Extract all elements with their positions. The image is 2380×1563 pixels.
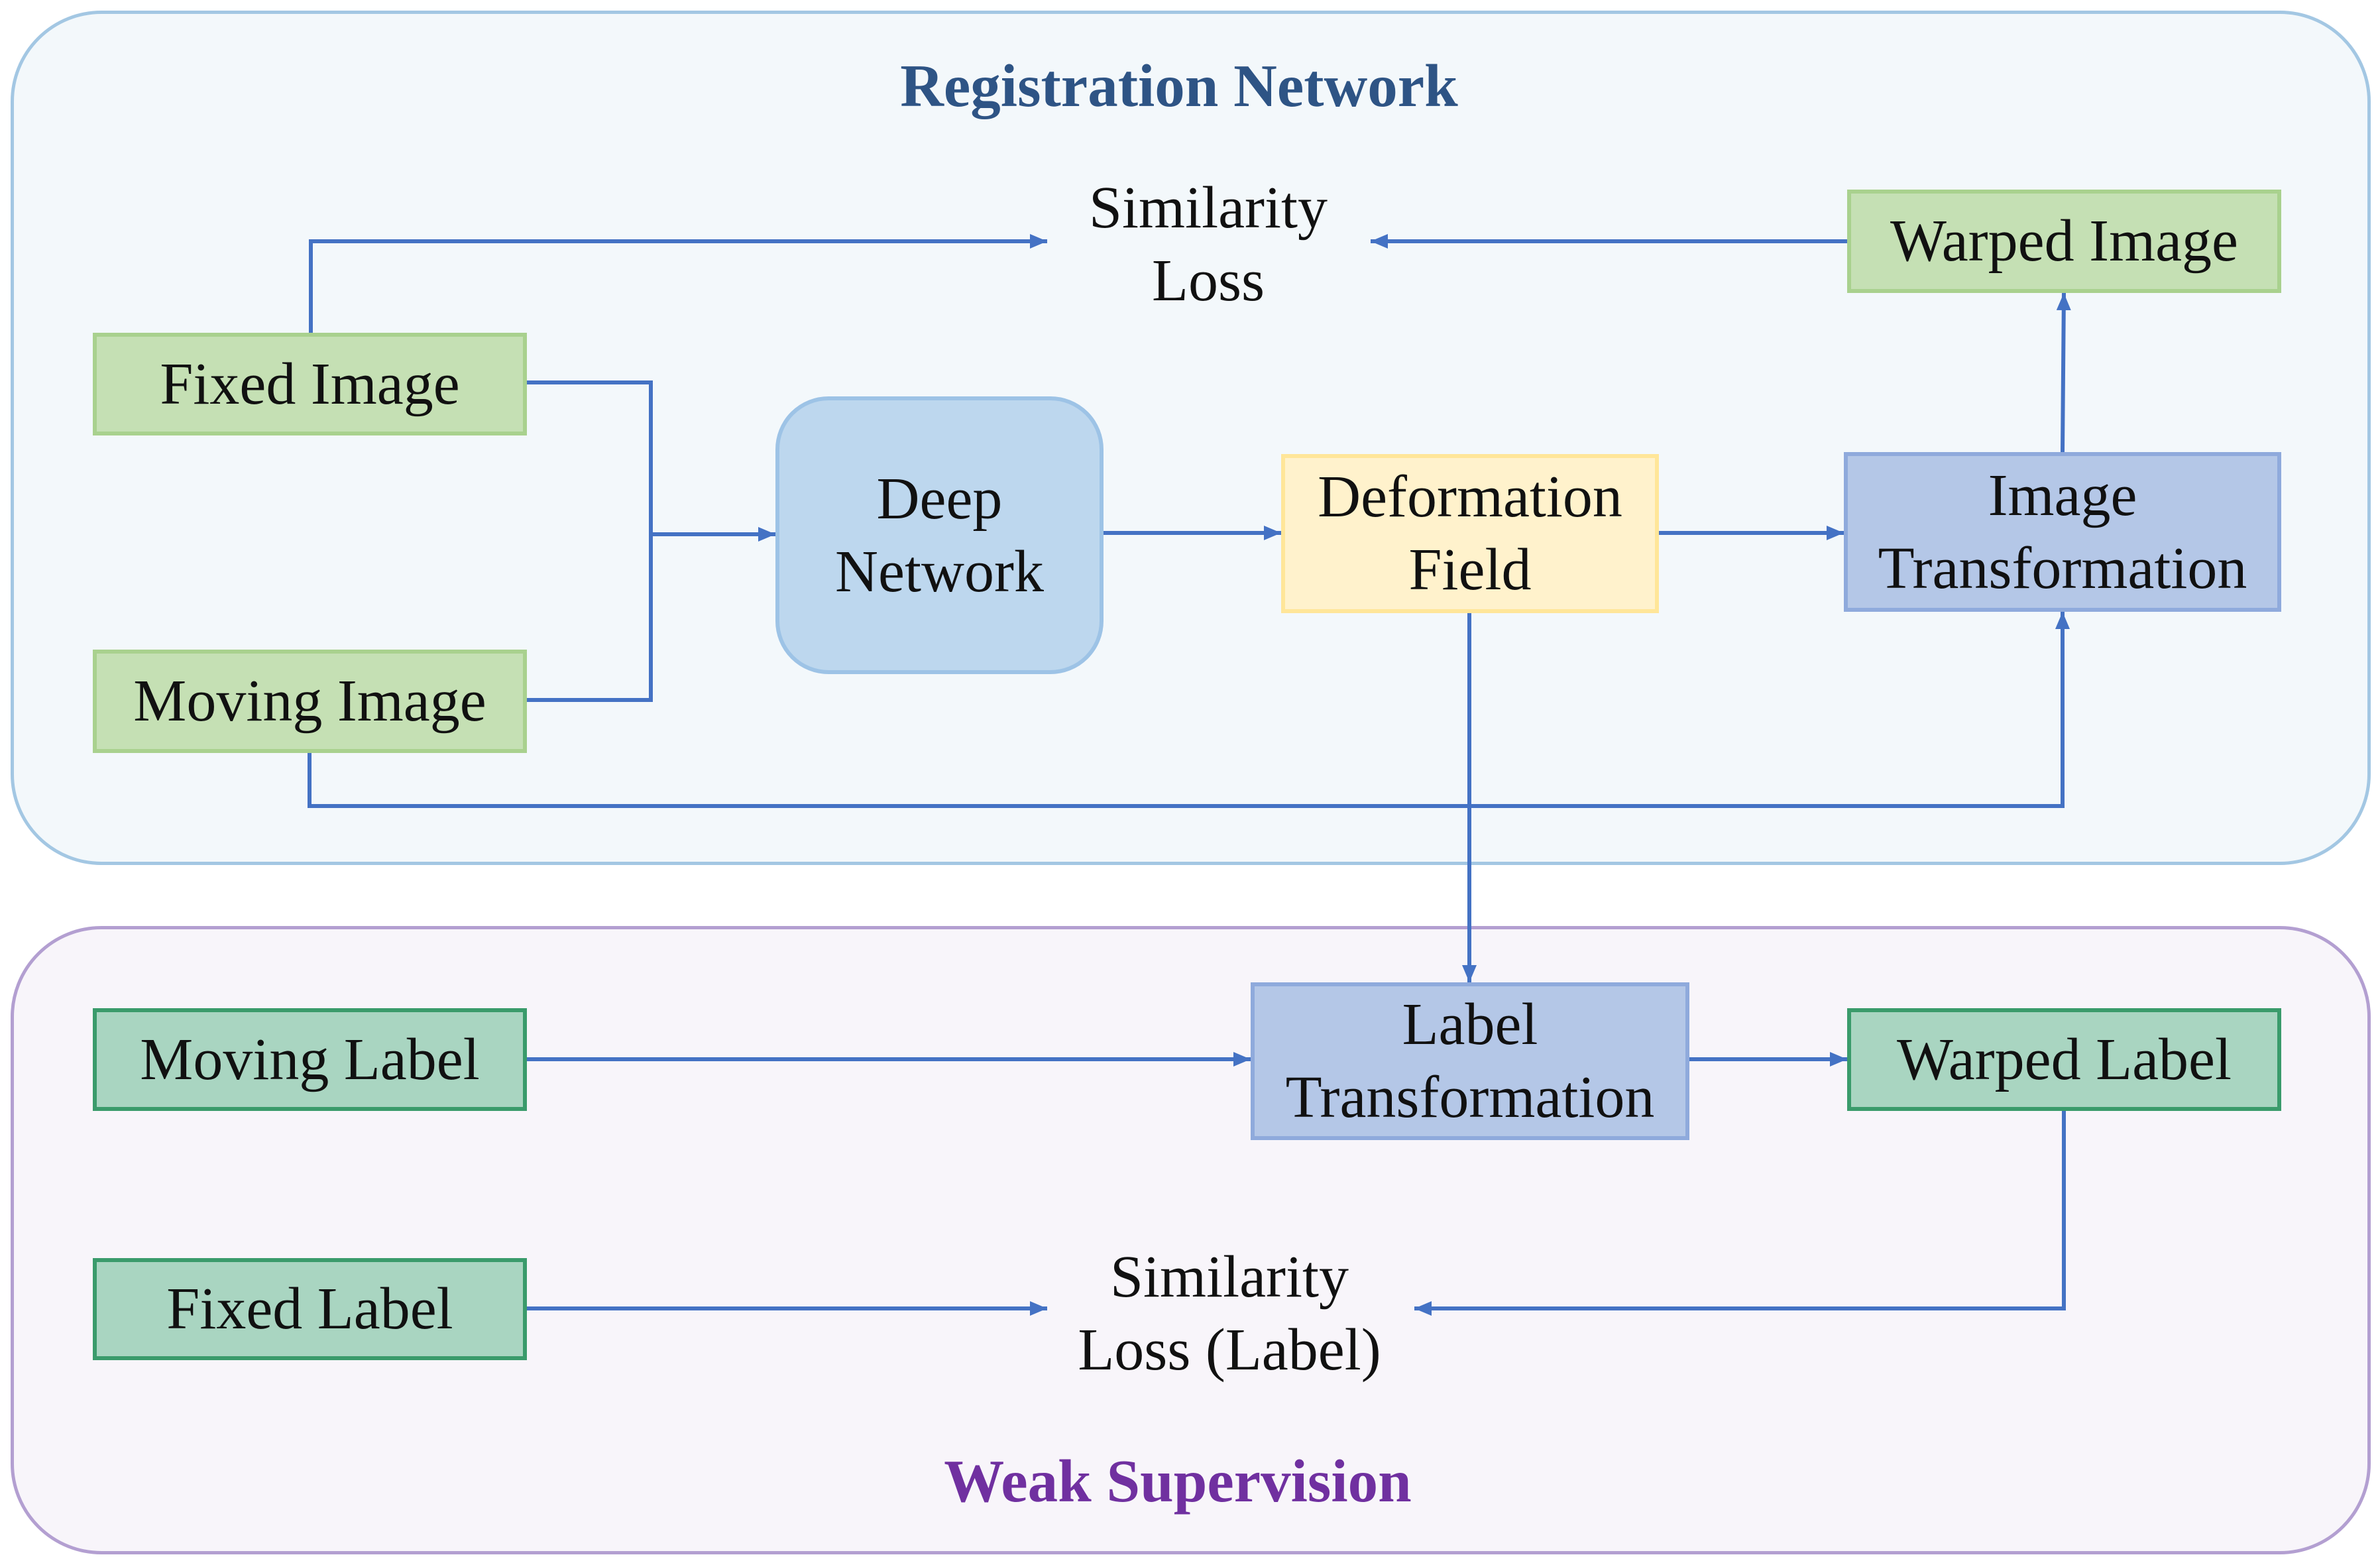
fixed-label-node: Fixed Label	[93, 1258, 527, 1360]
registration-network-title: Registration Network	[900, 52, 1458, 119]
moving-image-label: Moving Image	[133, 668, 486, 734]
label-transformation-node: Label Transformation	[1251, 982, 1689, 1140]
moving-label-label: Moving Label	[140, 1026, 480, 1092]
similarity-loss-label-line2: Loss (Label)	[1078, 1317, 1381, 1383]
deep-network-line2: Network	[835, 538, 1044, 605]
weak-supervision-title: Weak Supervision	[944, 1448, 1412, 1515]
similarity-loss-label: Similarity Loss (Label)	[1031, 1241, 1428, 1387]
fixed-image-node: Fixed Image	[93, 333, 527, 435]
image-transformation-line2: Transformation	[1878, 535, 2247, 601]
label-transformation-line1: Label	[1402, 992, 1538, 1057]
similarity-loss-label-line1: Similarity	[1110, 1244, 1349, 1310]
similarity-loss-line2: Loss	[1151, 248, 1265, 314]
warped-image-node: Warped Image	[1847, 190, 2281, 293]
image-transformation-node: Image Transformation	[1844, 452, 2281, 612]
deep-network-node: Deep Network	[775, 396, 1104, 674]
deformation-field-line2: Field	[1408, 537, 1532, 603]
deep-network-line1: Deep	[876, 465, 1003, 532]
similarity-loss: Similarity Loss	[1009, 172, 1407, 318]
similarity-loss-line1: Similarity	[1089, 175, 1328, 241]
fixed-image-label: Fixed Image	[160, 351, 460, 417]
deformation-field-line1: Deformation	[1318, 464, 1622, 530]
moving-label-node: Moving Label	[93, 1008, 527, 1111]
label-transformation-line2: Transformation	[1285, 1065, 1655, 1130]
moving-image-node: Moving Image	[93, 650, 527, 753]
warped-label-label: Warped Label	[1897, 1026, 2232, 1092]
deformation-field-node: Deformation Field	[1281, 454, 1659, 613]
image-transformation-line1: Image	[1988, 462, 2137, 528]
fixed-label-label: Fixed Label	[166, 1276, 453, 1342]
warped-label-node: Warped Label	[1847, 1008, 2281, 1111]
warped-image-label: Warped Image	[1890, 208, 2238, 274]
